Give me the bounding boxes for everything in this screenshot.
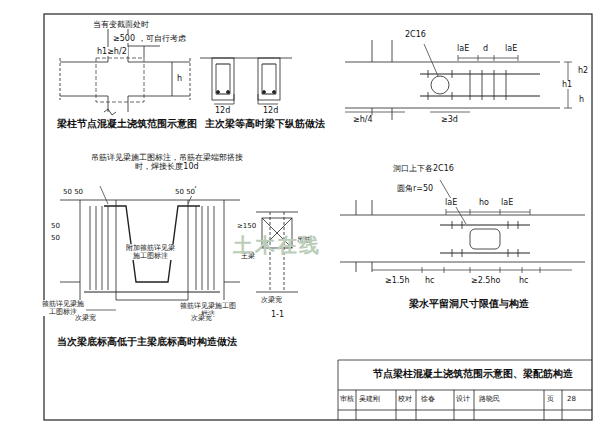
dimension-text: 12d: [214, 106, 231, 115]
dimension-text: h1: [561, 80, 573, 89]
dimension-text: ≥1.5h: [384, 276, 411, 285]
title-block-text: 页: [546, 395, 555, 403]
title-block-text: 审核: [339, 395, 355, 403]
dimension-text: 圆角r=50: [396, 184, 434, 193]
dimension-text: ≥2.5ho: [470, 276, 501, 285]
dimension-text: h: [578, 95, 585, 104]
title-block-text: 路晓民: [478, 395, 501, 403]
dimension-text: 50 50: [174, 188, 196, 196]
dimension-text: ≥500 ，可自行考虑: [112, 34, 187, 43]
dimension-text: laE: [456, 44, 470, 53]
dimension-text: h1≥h/2: [96, 47, 128, 56]
dimension-text: h2: [577, 66, 589, 75]
dimension-text: 50: [50, 234, 61, 242]
dimension-text: 洞口上下各2C16: [392, 164, 455, 173]
dimension-text: 2C16: [404, 30, 427, 39]
dimension-text: 次梁宽: [260, 296, 283, 304]
dimension-text: ho: [478, 198, 490, 207]
dimension-text: 1-1: [270, 310, 285, 319]
watermark: 土木在线: [232, 234, 322, 257]
title-block-text: 设计: [455, 395, 471, 403]
title-block-text: 28: [566, 395, 577, 403]
dimension-text: laE: [444, 198, 458, 207]
title-block-text: 徐春: [420, 395, 436, 403]
dimension-text: 50: [50, 222, 61, 230]
dimension-text: ≥3d: [440, 115, 459, 124]
section-title: 主次梁等高时梁下纵筋做法: [204, 118, 326, 130]
section-title: 当次梁底标高低于主梁底标高时构造做法: [56, 336, 238, 348]
section-title: 梁水平留洞尺寸限值与构造: [408, 298, 530, 310]
dimension-text: ≥150: [236, 222, 257, 230]
dimension-text: hc: [424, 276, 435, 285]
section-title: 梁柱节点混凝土浇筑范围示意图: [56, 118, 198, 130]
title-block-text: 吴建刚: [358, 395, 381, 403]
dimension-text: 次梁宽: [74, 314, 97, 322]
dimension-text: hc: [518, 276, 529, 285]
dimension-text: 12d: [262, 106, 279, 115]
dimension-text: 当有变截面处时: [92, 20, 150, 29]
dimension-text: h: [176, 74, 183, 83]
dimension-text: 次梁宽: [190, 314, 213, 322]
title-block-text: 校对: [397, 395, 413, 403]
dimension-text: 50 50: [62, 188, 84, 196]
dimension-text: laE: [504, 44, 518, 53]
dimension-text: d: [482, 44, 489, 53]
note-text: 吊筋详见梁施工图标注，吊筋在梁端部搭接时，焊接长度10d: [86, 153, 248, 171]
note-text: 附加箍筋详见梁施工图标注: [124, 244, 176, 260]
dimension-text: laE: [500, 198, 514, 207]
dimension-text: ≥h/4: [352, 115, 374, 124]
title-block-text: 节点梁柱混凝土浇筑范围示意图、梁配筋构造: [372, 368, 574, 380]
